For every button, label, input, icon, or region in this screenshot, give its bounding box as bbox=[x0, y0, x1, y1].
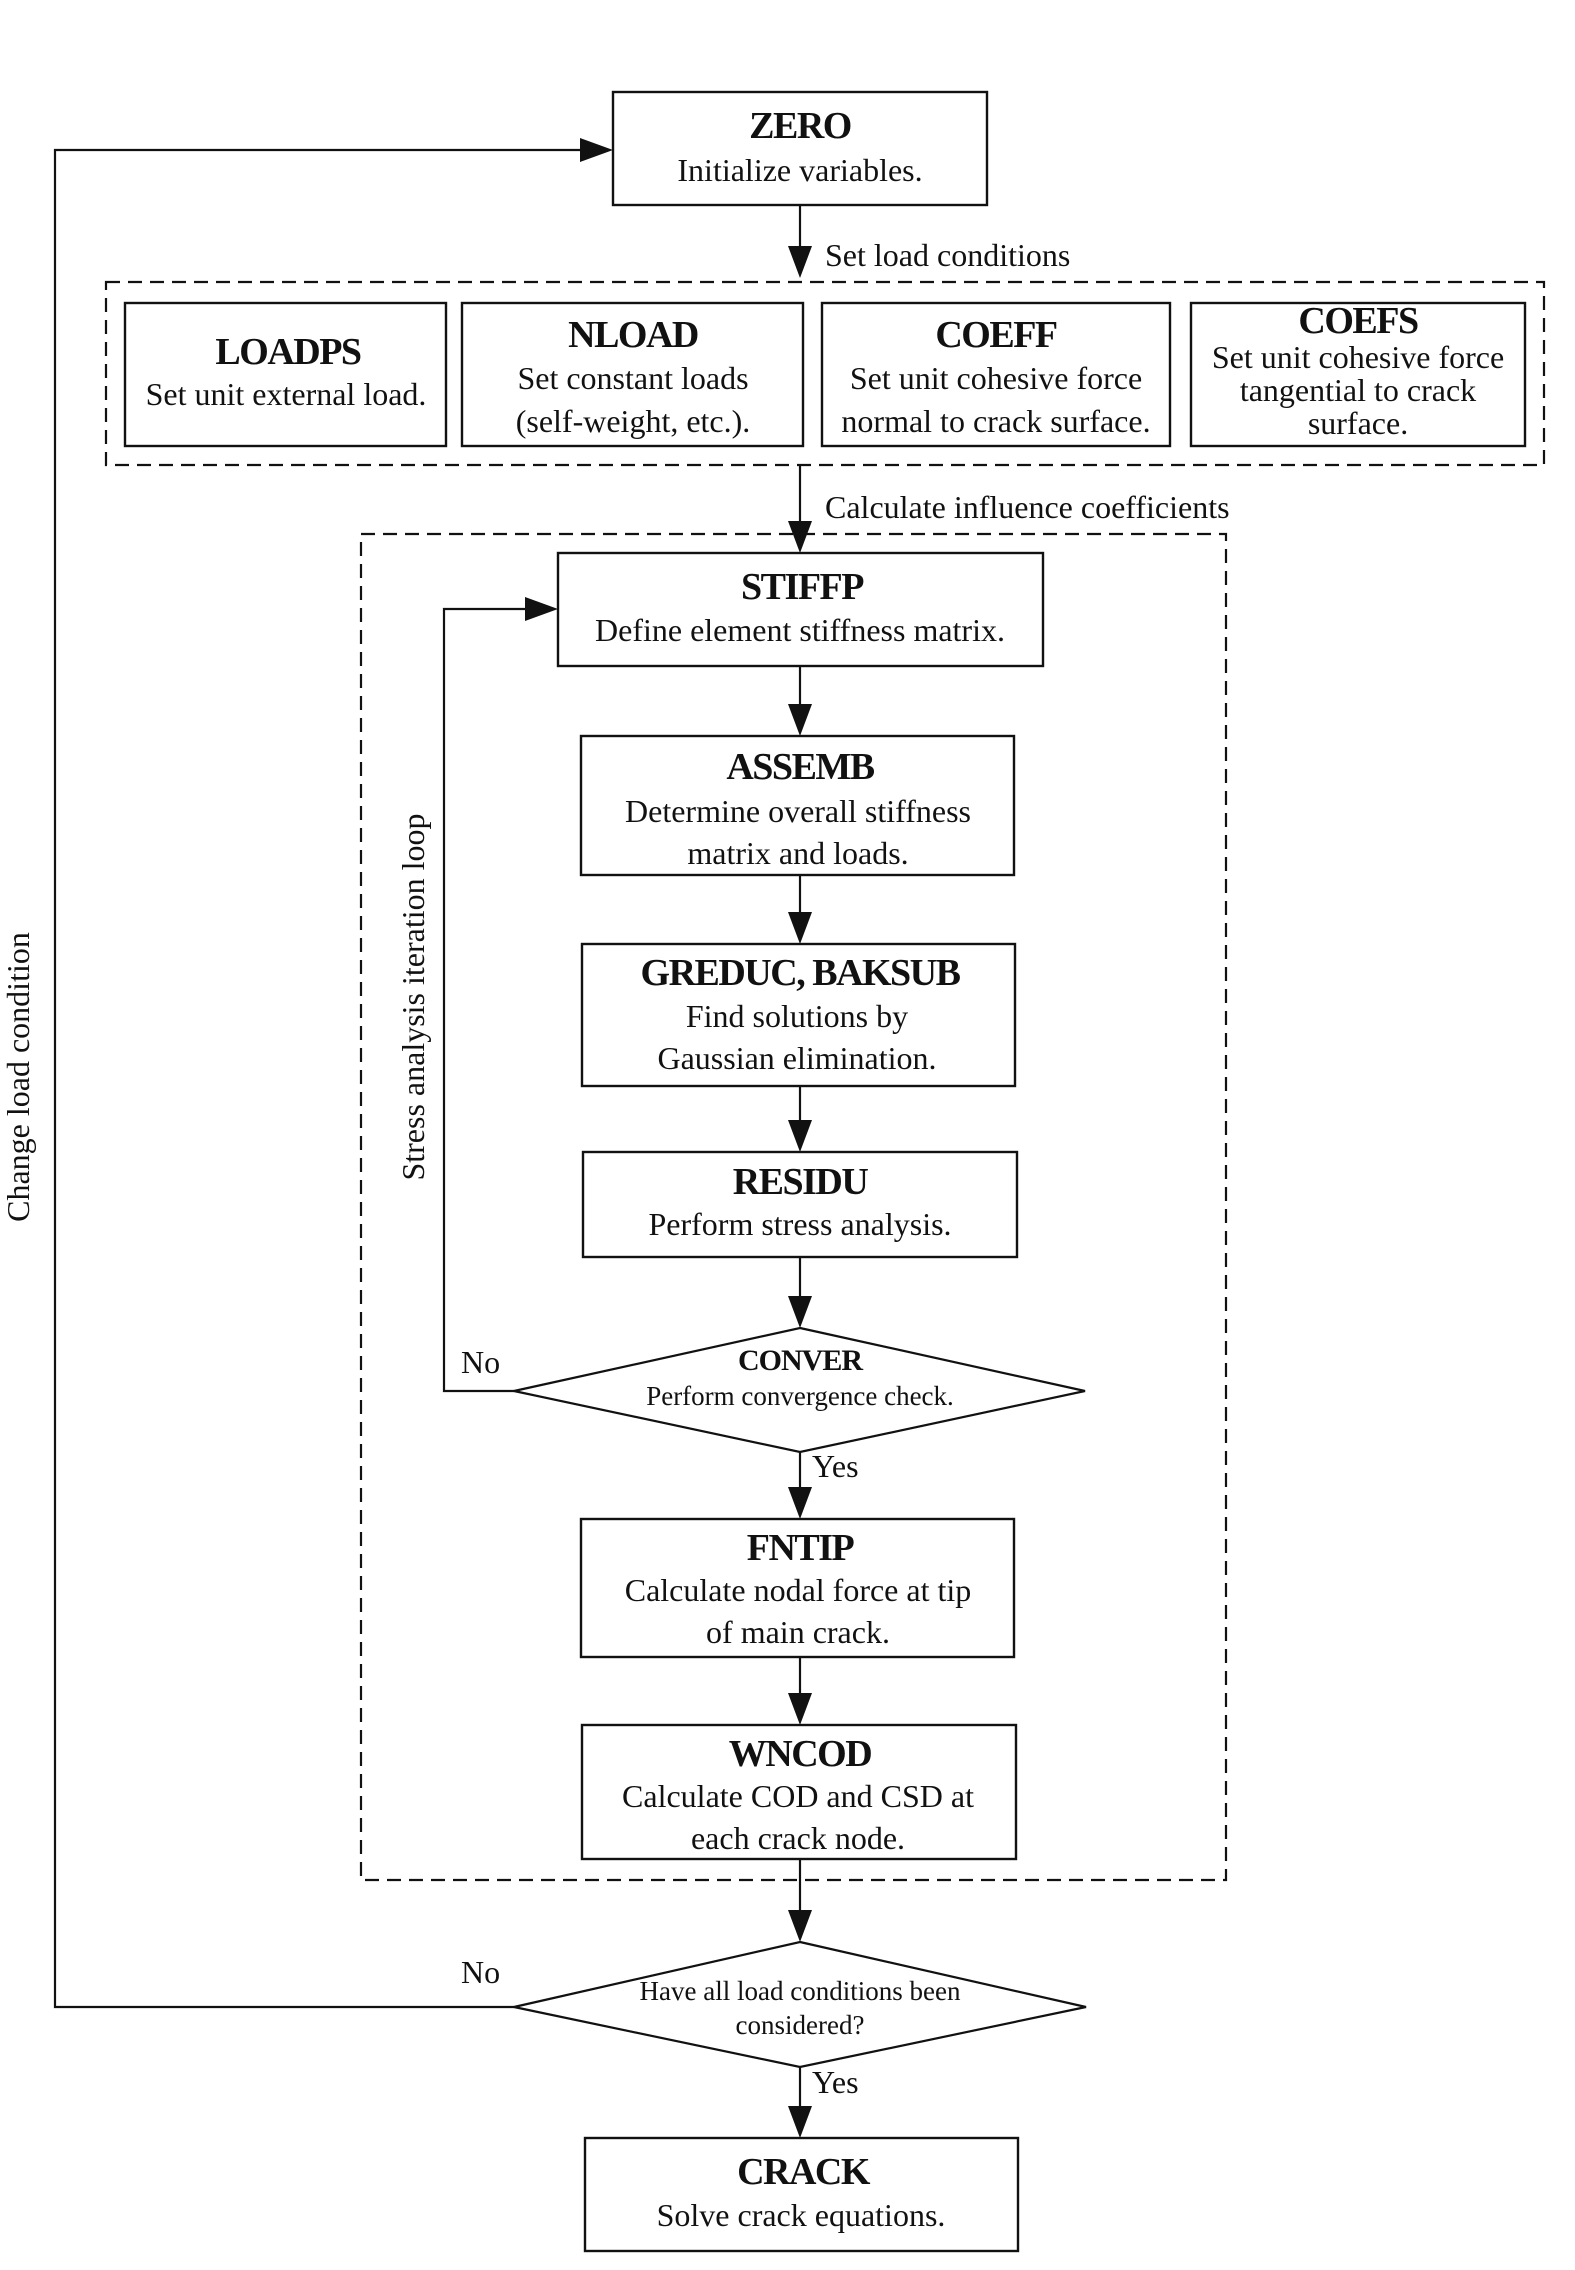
change-load-label: Change load condition bbox=[0, 932, 36, 1222]
zero-title: ZERO bbox=[749, 105, 851, 147]
residu-line-1: Perform stress analysis. bbox=[648, 1206, 951, 1242]
coefs-line-2: tangential to crack bbox=[1240, 372, 1476, 408]
coeff-line-2: normal to crack surface. bbox=[841, 403, 1150, 439]
fntip-box: FNTIP Calculate nodal force at tip of ma… bbox=[579, 1517, 1016, 1659]
nload-line-2: (self-weight, etc.). bbox=[516, 403, 751, 439]
coefs-box: COEFS Set unit cohesive force tangential… bbox=[1189, 300, 1527, 448]
influence-coefficients-group bbox=[359, 532, 1228, 1882]
greduc-line-2: Gaussian elimination. bbox=[657, 1040, 936, 1076]
assemb-box: ASSEMB Determine overall stiffness matri… bbox=[579, 734, 1016, 877]
assemb-line-2: matrix and loads. bbox=[687, 835, 908, 871]
greduc-baksub-box: GREDUC, BAKSUB Find solutions by Gaussia… bbox=[580, 942, 1017, 1088]
nload-box: NLOAD Set constant loads (self-weight, e… bbox=[460, 301, 805, 448]
no-label-outer: No bbox=[461, 1954, 500, 1990]
wncod-line-1: Calculate COD and CSD at bbox=[622, 1778, 974, 1814]
conver-title: CONVER bbox=[738, 1344, 863, 1377]
load-conditions-decision: Have all load conditions been considered… bbox=[513, 1940, 1087, 2069]
fntip-line-2: of main crack. bbox=[706, 1614, 890, 1650]
no-label-inner: No bbox=[461, 1344, 500, 1380]
residu-box: RESIDU Perform stress analysis. bbox=[581, 1150, 1019, 1259]
set-load-conditions-label: Set load conditions bbox=[825, 237, 1070, 273]
influence-coefficients-label: Calculate influence coefficients bbox=[825, 489, 1230, 525]
wncod-box: WNCOD Calculate COD and CSD at each crac… bbox=[580, 1723, 1018, 1861]
greduc-title: GREDUC, BAKSUB bbox=[641, 952, 961, 994]
nload-line-1: Set constant loads bbox=[517, 360, 748, 396]
loadps-title: LOADPS bbox=[215, 331, 361, 373]
iteration-loop-label: Stress analysis iteration loop bbox=[395, 813, 431, 1180]
fntip-title: FNTIP bbox=[747, 1527, 855, 1569]
decision-line-1: Have all load conditions been bbox=[640, 1976, 961, 2006]
loadps-line-1: Set unit external load. bbox=[146, 376, 427, 412]
wncod-title: WNCOD bbox=[729, 1733, 871, 1775]
stiffp-line-1: Define element stiffness matrix. bbox=[595, 612, 1005, 648]
residu-title: RESIDU bbox=[733, 1161, 869, 1203]
loadps-box: LOADPS Set unit external load. bbox=[123, 301, 448, 448]
connectors bbox=[53, 148, 802, 2112]
coefs-line-1: Set unit cohesive force bbox=[1212, 339, 1504, 375]
zero-line-1: Initialize variables. bbox=[677, 152, 922, 188]
conver-decision: CONVER Perform convergence check. bbox=[513, 1326, 1086, 1454]
stiffp-box: STIFFP Define element stiffness matrix. bbox=[556, 551, 1045, 668]
crack-line-1: Solve crack equations. bbox=[657, 2197, 946, 2233]
decision-line-2: considered? bbox=[736, 2010, 865, 2040]
coeff-line-1: Set unit cohesive force bbox=[850, 360, 1142, 396]
fntip-line-1: Calculate nodal force at tip bbox=[625, 1572, 972, 1608]
stiffp-title: STIFFP bbox=[741, 566, 864, 608]
arrowheads bbox=[525, 138, 812, 2138]
yes-label-outer: Yes bbox=[812, 2064, 859, 2100]
wncod-line-2: each crack node. bbox=[691, 1820, 905, 1856]
coefs-title: COEFS bbox=[1298, 300, 1418, 342]
assemb-line-1: Determine overall stiffness bbox=[625, 793, 971, 829]
yes-label-inner: Yes bbox=[812, 1448, 859, 1484]
greduc-line-1: Find solutions by bbox=[686, 998, 908, 1034]
coeff-title: COEFF bbox=[935, 314, 1057, 356]
load-conditions-group bbox=[104, 280, 1546, 467]
crack-box: CRACK Solve crack equations. bbox=[583, 2136, 1020, 2253]
assemb-title: ASSEMB bbox=[726, 746, 874, 788]
crack-title: CRACK bbox=[737, 2151, 871, 2193]
nload-title: NLOAD bbox=[568, 314, 698, 356]
coeff-box: COEFF Set unit cohesive force normal to … bbox=[820, 301, 1172, 448]
conver-line-1: Perform convergence check. bbox=[646, 1381, 954, 1411]
zero-box: ZERO Initialize variables. bbox=[611, 90, 989, 207]
coefs-line-3: surface. bbox=[1308, 405, 1408, 441]
